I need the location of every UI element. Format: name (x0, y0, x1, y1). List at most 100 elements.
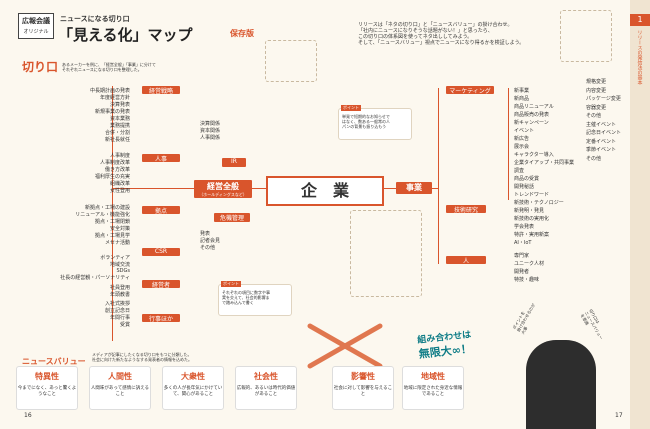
list-item: 受賞 (119, 322, 130, 328)
list-item: 社長の経営観・パーソナリティ (60, 275, 130, 281)
list-item: SDGs (116, 268, 130, 274)
list-item: メセナ活動 (104, 240, 130, 246)
list-item: キャラクター導入 (514, 152, 554, 158)
point-box-2: ポイント それぞれの項目に数字や事 実を交えて、社会的影響ま で踏み込んで書く (218, 281, 292, 316)
list-item: 開発秘話 (514, 184, 535, 190)
left-desc-line: それぞれニュースになる切り口を整理した。 (62, 67, 142, 72)
list-item: 商品の受賞 (514, 176, 540, 182)
list-item: 創立記念日 (104, 308, 130, 314)
list-item: 福利厚生の充実 (94, 174, 130, 180)
ir-items: 決算関係 資本関係 人事関係 (200, 120, 220, 141)
business-box: 事業 (396, 182, 432, 194)
list-item: 規格変更 (586, 79, 607, 85)
card-title: 地域性 (421, 372, 445, 381)
bubble-2: 切り口は ニュースバリュー を意識 (579, 308, 608, 343)
management-box: 経営全般 （ホールディングスなど） (194, 180, 252, 198)
card-locality: 地域性 地域に限定された身近な情報であること (402, 366, 464, 410)
card-humanity: 人間性 人間味があって感情に訴えること (89, 366, 151, 410)
list-item: 調査 (514, 168, 525, 174)
list-item: 商品リニューアル (514, 104, 554, 110)
list-item: ボランティア (100, 255, 130, 261)
card-body: 社会に対して影響を与えること (333, 386, 393, 397)
point-line: 単発で短期的なお知らせで (342, 114, 390, 119)
list-item: 組織改革 (109, 181, 130, 187)
news-value-label: ニュースバリュー (22, 357, 86, 366)
point-tag: ポイント (221, 281, 241, 287)
list-item: 特許・実用新案 (514, 232, 550, 238)
point-tag: ポイント (341, 105, 361, 111)
card-title: 人間性 (108, 372, 132, 381)
illustration-copier (560, 10, 612, 62)
bubble-1: ポイントを 掛け合わせるのが 大事 (512, 300, 541, 335)
connector (252, 188, 266, 189)
list-item: 新技術の実用化 (514, 216, 550, 222)
intro-line: 「社内にニュースになりそうな話題がない！」と思ったら、 (358, 28, 493, 34)
list-item: 業務提携 (109, 123, 130, 129)
far-right-items: 規格変更 内容変更 パッケージ変更 容器変更 その他 主催イベント 記念日イベン… (586, 78, 621, 163)
intro-line: この切り口の体系図を使ってネタ出ししてみよう。 (358, 34, 473, 40)
list-item: 企業タイアップ・共同事業 (514, 160, 575, 166)
kiriguchi-label: 切り口 (22, 60, 59, 74)
list-item: 季節イベント (586, 147, 617, 153)
mkt-items: 新事業 新商品 商品リニューアル 商品販売の発表 新キャンペーン イベント 新広… (514, 87, 574, 199)
company-box: 企 業 (266, 176, 384, 206)
list-item: 拠点・工場見学 (94, 233, 130, 239)
list-item: 地域交流 (109, 262, 130, 268)
badge-bottom: オリジナル (23, 29, 49, 35)
list-item: 安全対策 (109, 226, 130, 232)
card-body: 人間味があって感情に訴えること (90, 386, 150, 397)
card-body: 今までになく、あっと驚くようなこと (17, 386, 77, 397)
group-label: 人 (446, 256, 486, 265)
list-item: 定番イベント (586, 138, 617, 145)
list-item: 発表 (200, 231, 211, 237)
list-item: 入社式挨拶 (104, 301, 130, 307)
item-list: 入社式挨拶 創立記念日 年間行事 受賞 (58, 300, 130, 328)
news-value-line: メディアが記事にしたくなる切り口をもつに分類した。 (92, 352, 192, 357)
list-item: 新商品 (514, 96, 530, 102)
left-desc-line: あるメーカーを例に、「経営全般」「事業」に分けて (62, 62, 156, 67)
intro-text: リリースは「ネタの切り口」と「ニュースバリュー」の掛け合わせ。 「社内にニュース… (358, 22, 524, 46)
list-item: 特技・趣味 (514, 277, 540, 283)
management-sub: （ホールディングスなど） (199, 192, 247, 197)
list-item: 新事業 (514, 88, 530, 94)
ir-box: IR (222, 158, 246, 167)
multiply-cross-icon (307, 323, 383, 369)
group-label: 技術研究 (446, 205, 486, 214)
right-trunk (438, 88, 439, 264)
list-item: 年頭教書 (109, 292, 130, 298)
group-label: 人事 (142, 154, 180, 163)
point-box-1: ポイント 単発で短期的なお知らせで はなく、数ある一般常の人 パンの背景も振り込… (338, 105, 412, 140)
list-item: リニューアル・機能強化 (75, 212, 130, 218)
badge: 広報会議 オリジナル (18, 13, 54, 39)
list-item: 拠点・工場閉鎖 (94, 219, 130, 225)
list-item: その他 (586, 155, 602, 162)
card-body: 地域に限定された身近な情報であること (403, 386, 463, 397)
title-tag: 保存版 (230, 29, 254, 38)
list-item: 専門家 (514, 253, 530, 259)
list-item: 人事制度 (109, 153, 130, 159)
list-item: 開発者 (514, 269, 530, 275)
card-uniqueness: 特異性 今までになく、あっと驚くようなこと (16, 366, 78, 410)
item-list: 新拠点・工場の建設 リニューアル・機能強化 拠点・工場閉鎖 安全対策 拠点・工場… (48, 204, 130, 246)
badge-top: 広報会議 (22, 17, 50, 25)
group-label: 拠点 (142, 206, 180, 215)
news-value-desc: メディアが記事にしたくなる切り口をもつに分類した。 社会に向けた新たなようなする… (92, 352, 192, 362)
list-item: 女性登用 (109, 188, 130, 194)
list-item: 社員登用 (109, 285, 130, 291)
subtitle: ニュースになる切り口 (60, 15, 130, 23)
side-tab-text: リリースの発信法の基本 (636, 30, 643, 85)
management-label: 経営全般 (207, 182, 239, 191)
intro-line: そして、「ニュースバリュー」視点でニュースになり得るかを検証しよう。 (358, 40, 525, 46)
side-tab: 1 リリースの発信法の基本 (630, 0, 650, 429)
page-title: 「見える化」マップ (58, 26, 193, 44)
card-influence: 影響性 社会に対して影響を与えること (332, 366, 394, 410)
intro-line: リリースは「ネタの切り口」と「ニュースバリュー」の掛け合わせ。 (358, 22, 513, 28)
list-item: 新キャンペーン (514, 120, 549, 126)
list-item: 商品販売の発表 (514, 112, 550, 118)
point-line: それぞれの項目に数字や事 (222, 290, 270, 295)
list-item: 新発明・発見 (514, 208, 545, 214)
list-item: 資本関係 (200, 128, 221, 134)
card-title: 影響性 (351, 372, 375, 381)
trunk-to-management (112, 188, 194, 189)
